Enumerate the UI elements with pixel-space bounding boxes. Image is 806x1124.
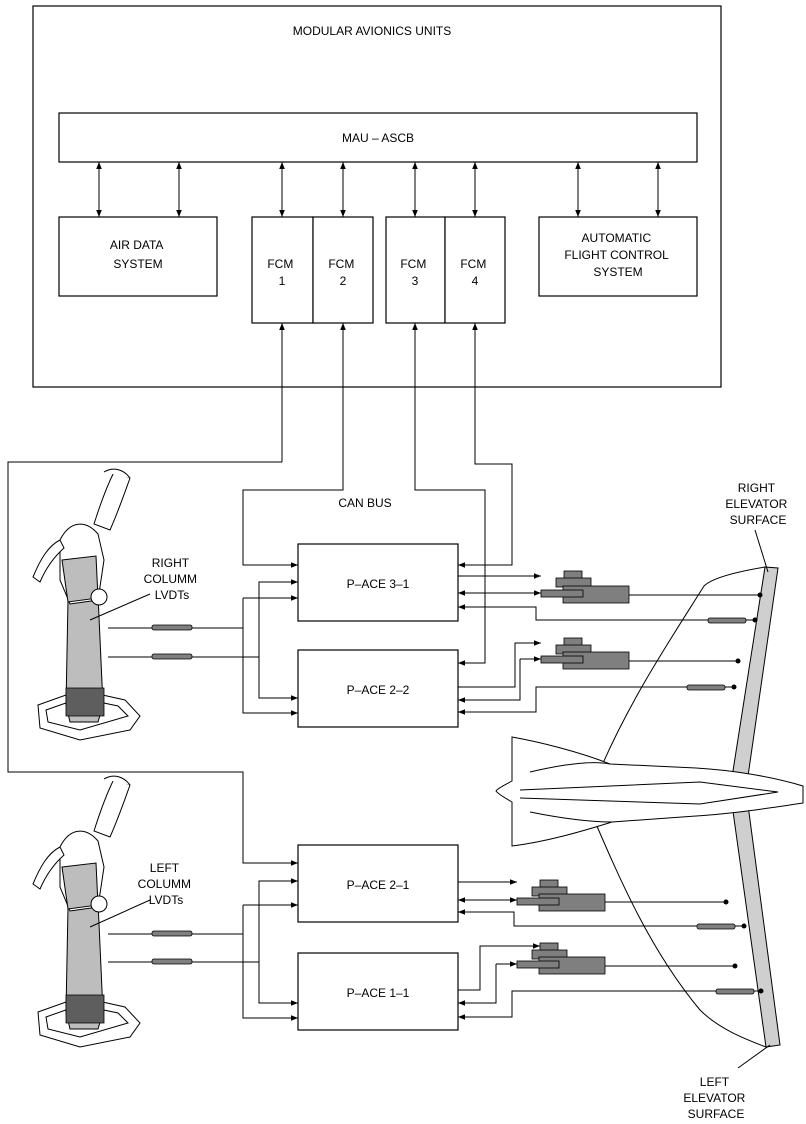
mau-title: MODULAR AVIONICS UNITS <box>293 24 451 38</box>
can-bus-label: CAN BUS <box>338 496 391 510</box>
right-lvdt-1 <box>151 624 193 631</box>
fcm-4-label: FCM 4 <box>460 257 489 288</box>
left-lvdt-wiring <box>108 878 298 1021</box>
pace-2-2-box <box>297 649 459 728</box>
left-elevator-surface <box>729 789 781 1048</box>
can-bus-wiring <box>7 323 513 866</box>
fcm-2-label: FCM 2 <box>328 257 357 288</box>
aircraft-tail <box>495 566 804 1048</box>
right-elevator-surface <box>729 566 779 791</box>
left-control-column <box>32 775 151 1048</box>
fcm-1-label: FCM 1 <box>267 257 296 288</box>
afcs-box <box>538 216 698 297</box>
air-data-box <box>58 216 218 297</box>
left-lvdt-1 <box>151 930 193 937</box>
pace-3-1-label: P–ACE 3–1 <box>347 577 410 591</box>
ascb-bus-label: MAU – ASCB <box>342 131 414 145</box>
right-lvdt-wiring <box>108 579 298 716</box>
pace-1-1-label: P–ACE 1–1 <box>347 986 410 1000</box>
fcm-4-box <box>444 216 506 324</box>
left-column-label: LEFT COLUMM LVDTs <box>138 861 195 907</box>
right-column-label: RIGHT COLUMM LVDTs <box>144 556 201 602</box>
right-lvdt-2 <box>151 653 193 660</box>
afcs-label: AUTOMATIC FLIGHT CONTROL SYSTEM <box>564 231 671 279</box>
pace-3-1-box <box>297 543 459 622</box>
fcm-3-label: FCM 3 <box>400 257 429 288</box>
pace-2-1-label: P–ACE 2–1 <box>347 878 410 892</box>
left-surface-label: LEFT ELEVATOR SURFACE <box>683 1075 748 1121</box>
right-surface-leader <box>754 529 769 573</box>
actuators-left <box>458 879 764 1020</box>
mau-frame <box>32 5 722 388</box>
pace-2-2-label: P–ACE 2–2 <box>347 683 410 697</box>
pace-2-1-box <box>297 844 459 923</box>
left-lvdt-2 <box>151 958 193 965</box>
pace-1-1-box <box>297 952 459 1031</box>
right-control-column <box>32 468 151 741</box>
left-surface-leader <box>737 1044 771 1069</box>
ascb-bus-box <box>58 112 698 163</box>
fcm-1-box <box>251 216 314 324</box>
actuators-right <box>458 570 763 715</box>
bus-connections <box>96 162 661 217</box>
right-surface-label: RIGHT ELEVATOR SURFACE <box>725 481 790 527</box>
air-data-label: AIR DATA SYSTEM <box>110 238 166 271</box>
